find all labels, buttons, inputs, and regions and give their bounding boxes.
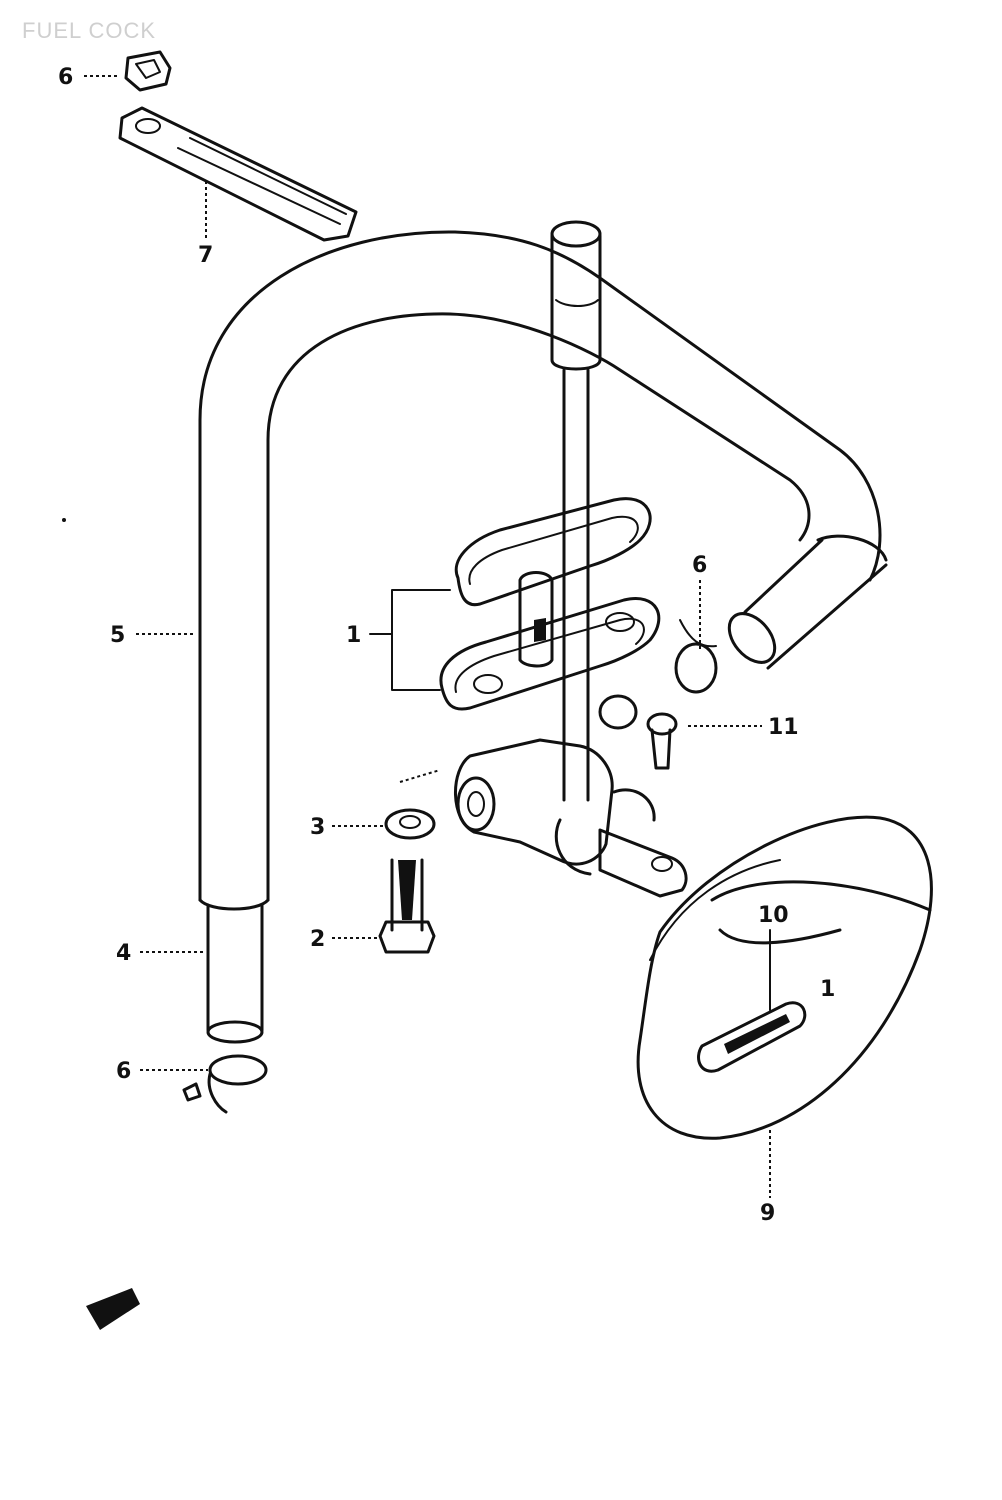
callout-11-screw: 11 [768,715,799,740]
lever-cover-part [636,815,933,1140]
callout-9-lever: 9 [760,1201,775,1226]
fuel-cock-stem [550,220,602,802]
callout-6-clip-nut: 6 [58,65,73,90]
callout-5-hose: 5 [110,623,125,648]
washer-part [384,808,436,840]
fuel-hose-part [198,230,888,911]
callout-4-lower-hose: 4 [116,941,131,966]
callout-6-side-clip: 6 [692,553,707,578]
hose-clip-bottom-part [182,1054,268,1114]
callout-1-gasket: 1 [346,623,361,648]
clip-nut-part [124,50,172,92]
callout-1-lever: 1 [820,977,835,1002]
leader-lines [84,75,771,1198]
bolt-part [378,858,436,954]
lower-hose-part [206,903,264,1044]
screw-part [646,712,678,770]
gasket-ring-part [439,497,661,711]
corner-mark-icon [86,1288,140,1330]
diagram-title: FUEL COCK [22,18,156,43]
callout-3-washer: 3 [310,815,325,840]
callout-7-strap: 7 [198,243,213,268]
callout-2-bolt: 2 [310,927,325,952]
fuel-cock-body [454,694,688,898]
callout-labels: 6 7 5 1 6 11 3 2 4 6 10 1 9 [58,65,835,1226]
callout-10-plate: 10 [758,903,789,928]
speck-mark [62,518,66,522]
callout-6-bottom-clip: 6 [116,1059,131,1084]
clamp-strap-part [118,106,358,242]
side-hose-part [674,538,888,694]
